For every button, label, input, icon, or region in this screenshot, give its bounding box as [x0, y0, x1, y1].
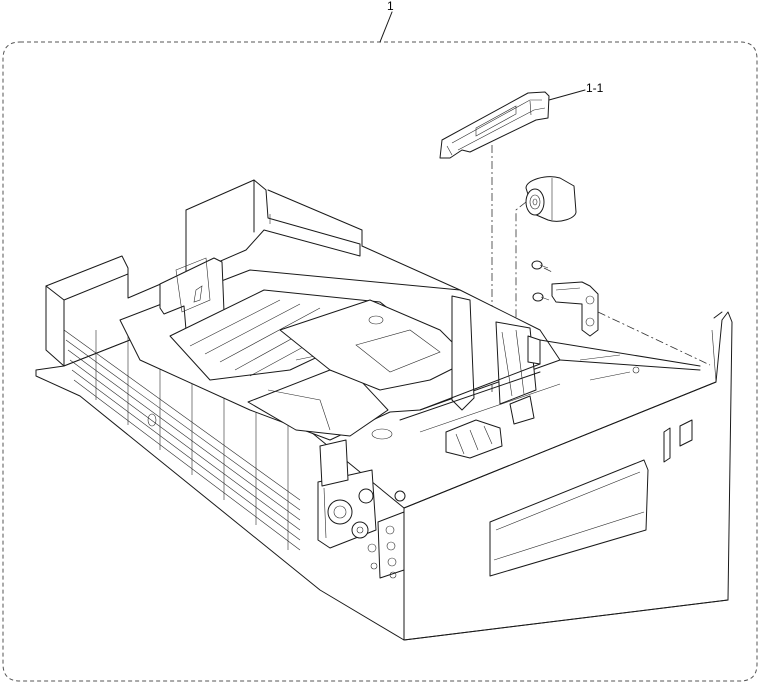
guide-bracket-part [439, 89, 586, 159]
assembly-leader-line [379, 11, 393, 43]
assembly-label: 1 [387, 0, 394, 13]
roller-holder-part [551, 281, 599, 337]
screw-part-lower [532, 292, 550, 302]
assembly-boundary [2, 41, 758, 682]
centerline-screw [543, 267, 553, 273]
guide-bracket-label: 1-1 [586, 81, 604, 95]
pickup-roller-part [525, 176, 577, 222]
centerline-holder [597, 311, 711, 366]
gear-assembly [317, 469, 377, 549]
screw-part-upper [531, 260, 549, 270]
paper-tray-body [35, 179, 733, 641]
centerline-roller [515, 201, 527, 360]
